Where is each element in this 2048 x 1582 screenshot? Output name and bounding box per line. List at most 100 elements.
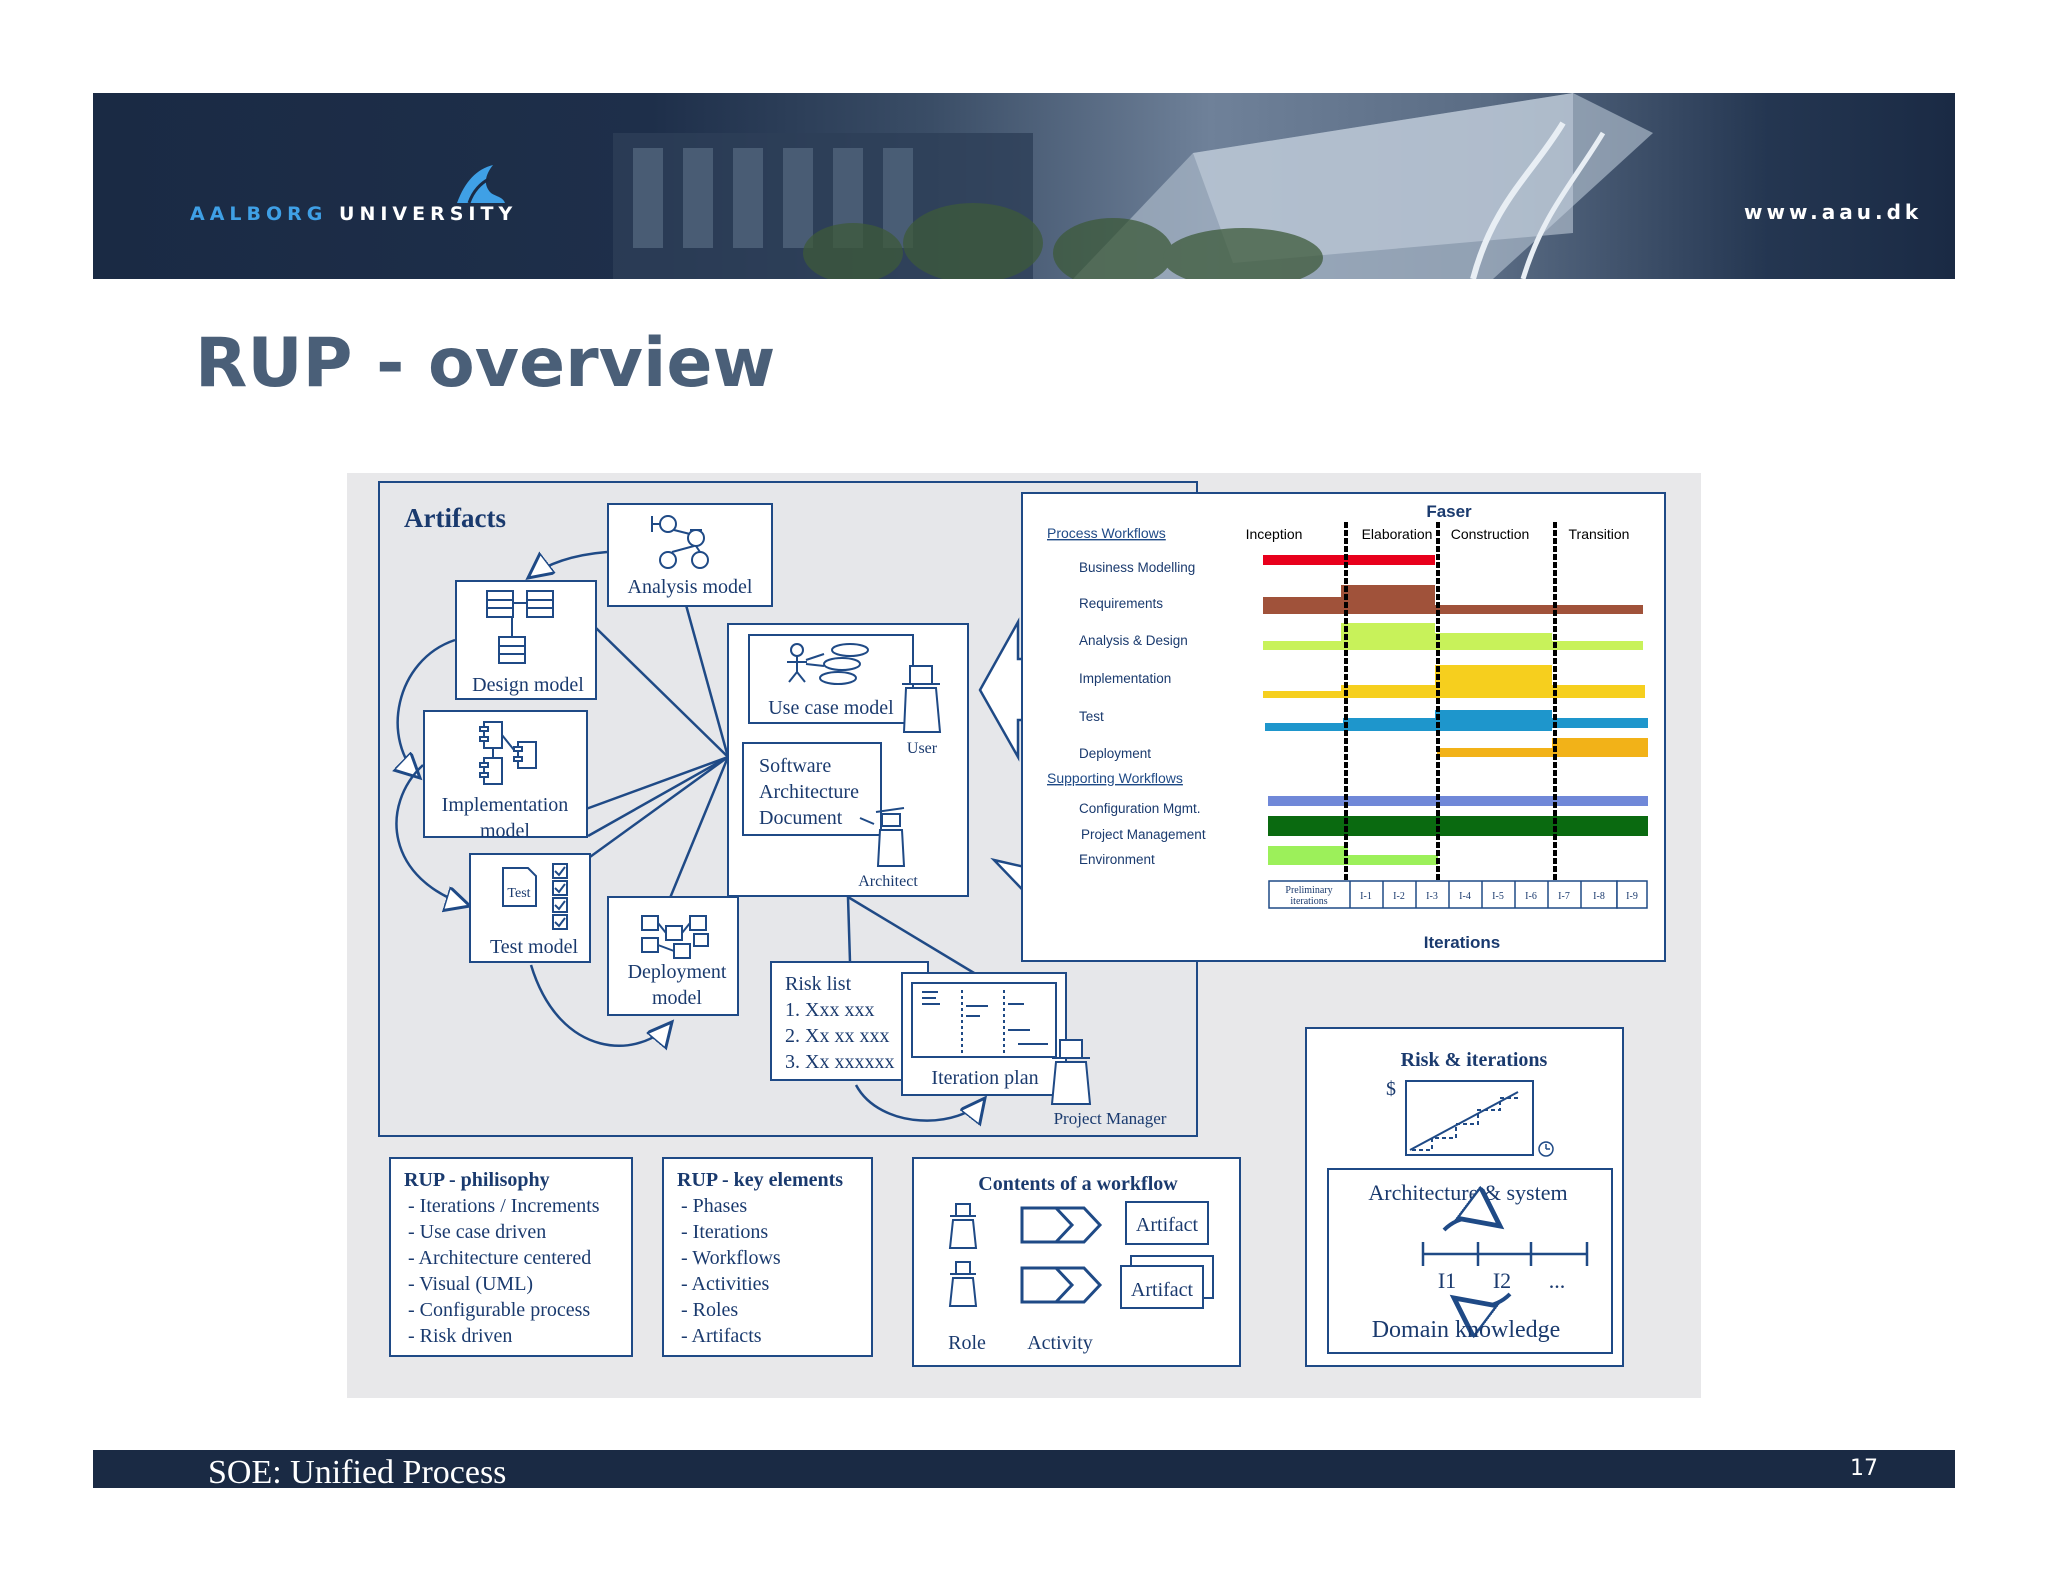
phase-separators: [1344, 522, 1557, 880]
implementation-model-label-1: Implementation: [442, 794, 569, 816]
project-manager-label: Project Manager: [1054, 1109, 1167, 1128]
risk-iterations-title: Risk & iterations: [1401, 1049, 1548, 1071]
test-doc-label: Test: [507, 886, 530, 901]
implementation-model-icon: [479, 721, 537, 785]
arrow-risk-plan: [854, 1084, 985, 1121]
risk-list-line: 2. Xx xx xxx: [785, 1025, 889, 1047]
preliminary-label-2: iterations: [1290, 896, 1327, 907]
workflow-label: Deployment: [1079, 746, 1151, 761]
philosophy-item: - Iterations / Increments: [408, 1195, 600, 1217]
footer-bar: [93, 1450, 1955, 1488]
test-model-icon: [502, 863, 568, 930]
domain-label: Domain knowledge: [1372, 1317, 1561, 1343]
arrow-test-deploy: [529, 964, 672, 1046]
use-case-model-icon: [787, 643, 869, 685]
iteration-ellipsis-label: ...: [1549, 1268, 1566, 1293]
artifact-box-2: [1120, 1265, 1204, 1309]
implementation-model-label-2: model: [480, 820, 530, 842]
currency-label: $: [1386, 1078, 1396, 1100]
artifact-box-1: [1125, 1201, 1209, 1245]
deployment-model-icon: [641, 915, 709, 959]
iteration-label: I-4: [1459, 891, 1471, 902]
phases-chart-title: Faser: [1426, 502, 1472, 521]
test-model-label: Test model: [490, 936, 578, 958]
iteration-i1-label: I1: [1438, 1268, 1456, 1293]
risk-list-line: 1. Xxx xxx: [785, 999, 874, 1021]
university-url[interactable]: www.aau.dk: [1744, 200, 1923, 224]
philosophy-item: - Configurable process: [408, 1299, 590, 1321]
risk-list-line: Risk list: [785, 973, 852, 995]
workflow-label: Test: [1079, 709, 1104, 724]
header-banner: [93, 93, 1955, 279]
supporting-label: Configuration Mgmt.: [1079, 801, 1201, 816]
iteration-label: I-2: [1393, 891, 1405, 902]
iteration-label: I-7: [1558, 891, 1570, 902]
philosophy-item: - Risk driven: [408, 1325, 512, 1347]
project-manager-icon: [1050, 1039, 1092, 1105]
iterations-axis-label: Iterations: [1424, 933, 1501, 952]
gantt-bars: [922, 990, 1048, 1054]
deployment-model-label-1: Deployment: [628, 961, 727, 983]
artifact-label-1: Artifact: [1136, 1214, 1199, 1236]
philosophy-item: - Architecture centered: [408, 1247, 591, 1269]
workflow-contents-title: Contents of a workflow: [978, 1173, 1178, 1195]
building-photo: [613, 93, 1653, 279]
role-icon: [948, 1203, 978, 1307]
user-icon: [902, 665, 942, 733]
iteration-plan-label: Iteration plan: [931, 1067, 1038, 1089]
iterations-row: [1268, 880, 1648, 909]
phase-label: Elaboration: [1362, 526, 1433, 542]
artifact-label-2: Artifact: [1131, 1279, 1194, 1301]
sad-label-2: Architecture: [759, 781, 859, 803]
deployment-model-label-2: model: [652, 987, 702, 1009]
key-elements-box: [662, 1157, 873, 1357]
user-label: User: [907, 740, 938, 757]
aau-logo-icon: [457, 165, 505, 204]
workflow-label: Requirements: [1079, 596, 1163, 611]
sad-label-3: Document: [759, 807, 843, 829]
architect-label: Architect: [858, 873, 918, 890]
analysis-model-box: [607, 503, 773, 607]
sad-label-1: Software: [759, 755, 831, 777]
analysis-model-label: Analysis model: [628, 576, 753, 598]
philosophy-box: [389, 1157, 633, 1357]
university-name: AALBORG UNIVERSITY: [190, 203, 517, 225]
process-workflows-heading: Process Workflows: [1047, 525, 1166, 541]
key-element-item: - Phases: [681, 1195, 747, 1217]
iteration-label: I-6: [1525, 891, 1537, 902]
cycle-arrow-bottom-icon: [1454, 1292, 1512, 1307]
workflow-label: Implementation: [1079, 671, 1171, 686]
key-element-item: - Activities: [681, 1273, 770, 1295]
workflow-label: Business Modelling: [1079, 560, 1195, 575]
workflow-bands: [1263, 555, 1648, 865]
iteration-label: I-8: [1593, 891, 1605, 902]
preliminary-label-1: Preliminary: [1285, 885, 1332, 896]
gantt-icon: [911, 982, 1057, 1058]
risk-list-line: 3. Xx xxxxxx: [785, 1051, 894, 1073]
philosophy-item: - Use case driven: [408, 1221, 546, 1243]
workflow-label: Analysis & Design: [1079, 633, 1188, 648]
arrow-design-impl: [398, 638, 456, 778]
key-element-item: - Artifacts: [681, 1325, 762, 1347]
philosophy-title: RUP - philisophy: [404, 1169, 550, 1191]
iteration-label: I-3: [1426, 891, 1438, 902]
iteration-timeline-icon: [1421, 1242, 1589, 1266]
page-title: RUP - overview: [195, 324, 776, 403]
page-number: 17: [1850, 1456, 1878, 1481]
supporting-workflows-heading: Supporting Workflows: [1047, 770, 1183, 786]
analysis-model-icon: [651, 515, 709, 569]
design-model-label: Design model: [472, 674, 584, 696]
architecture-label: Architecture & system: [1368, 1180, 1567, 1205]
use-case-model-box: [748, 634, 914, 724]
university-name-second: UNIVERSITY: [339, 203, 518, 225]
architect-icon: [859, 807, 906, 867]
phase-label: Construction: [1451, 526, 1530, 542]
activity-icon: [1020, 1206, 1103, 1304]
university-name-first: AALBORG: [190, 203, 328, 225]
philosophy-item: - Visual (UML): [408, 1273, 533, 1295]
iteration-i2-label: I2: [1493, 1268, 1511, 1293]
footer-course-title: SOE: Unified Process: [208, 1454, 507, 1491]
iteration-label: I-9: [1626, 891, 1638, 902]
artifact-connectors: [571, 604, 995, 987]
